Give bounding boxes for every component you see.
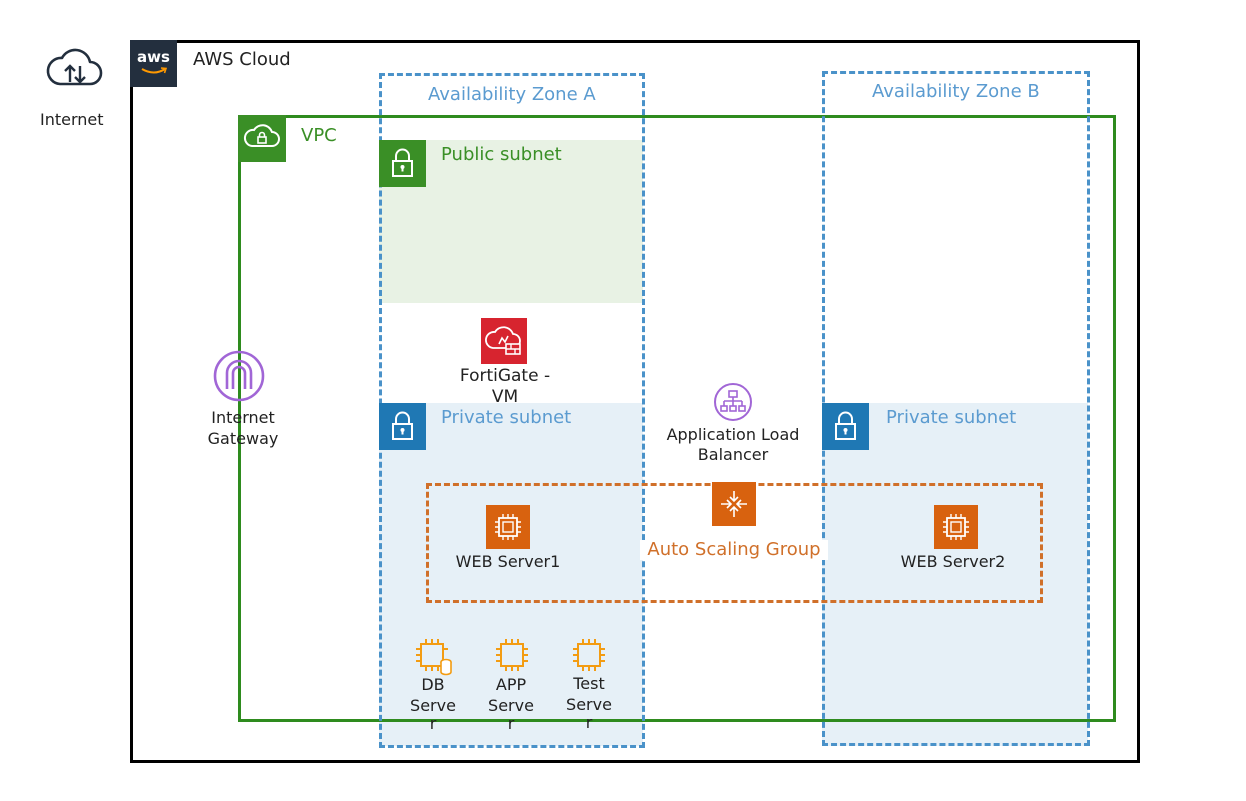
- private-subnet-b-label: Private subnet: [886, 407, 1017, 428]
- web-server1-ec2-icon: [486, 505, 530, 549]
- private-subnet-b: [822, 403, 1088, 746]
- cloud-upload-download-icon: [46, 48, 103, 86]
- aws-logo-text: aws: [137, 48, 170, 66]
- web-server2-ec2-icon: [934, 505, 978, 549]
- db-server-label-line2: Serve: [410, 696, 456, 715]
- private-subnet-a-lock-icon: [379, 403, 426, 450]
- private-subnet-a-label: Private subnet: [441, 407, 572, 428]
- vpc-cloud-lock-icon: [238, 115, 286, 162]
- app-server-label-line3: r: [507, 714, 515, 733]
- vpc-label: VPC: [301, 125, 337, 146]
- public-subnet-lock-icon: [379, 140, 426, 187]
- private-subnet-b-lock-icon: [822, 403, 869, 450]
- internet-gateway-icon: [213, 350, 265, 402]
- public-subnet-label: Public subnet: [441, 144, 562, 165]
- test-server-label-line3: r: [585, 713, 593, 732]
- availability-zone-b-label: Availability Zone B: [872, 81, 1040, 102]
- aws-smile-icon: [141, 67, 168, 74]
- web-server2-label: WEB Server2: [900, 552, 1006, 571]
- alb-label-line2: Balancer: [697, 445, 769, 464]
- web-server1-label: WEB Server1: [455, 552, 561, 571]
- internet-gateway-label-line1: Internet: [211, 408, 275, 427]
- application-load-balancer-icon: [714, 383, 752, 421]
- alb-label-line1: Application Load: [666, 425, 800, 444]
- auto-scaling-group-label: Auto Scaling Group: [640, 540, 828, 560]
- app-server-label-line2: Serve: [488, 696, 534, 715]
- fortigate-icon: [481, 318, 527, 364]
- internet-label: Internet: [40, 110, 104, 129]
- test-server-label-line1: Test: [573, 674, 605, 693]
- db-server-label-line1: DB: [421, 675, 445, 694]
- fortigate-label-line2: VM: [491, 387, 519, 407]
- db-server-instance-icon: [416, 639, 452, 676]
- aws-logo: aws: [130, 40, 177, 87]
- vpc-boundary: [238, 115, 1116, 722]
- test-server-instance-icon: [573, 639, 605, 671]
- fortigate-label-line1: FortiGate -: [459, 366, 551, 386]
- aws-cloud-label: AWS Cloud: [193, 49, 291, 70]
- auto-scaling-icon: [712, 482, 756, 526]
- availability-zone-a-label: Availability Zone A: [428, 84, 596, 105]
- internet-gateway-label-line2: Gateway: [207, 429, 279, 448]
- private-subnet-a: [379, 403, 643, 746]
- app-server-instance-icon: [496, 639, 528, 671]
- aws-cloud-boundary: [130, 40, 1140, 763]
- app-server-label-line1: APP: [495, 675, 527, 694]
- test-server-label-line2: Serve: [566, 695, 612, 714]
- db-server-label-line3: r: [429, 714, 437, 733]
